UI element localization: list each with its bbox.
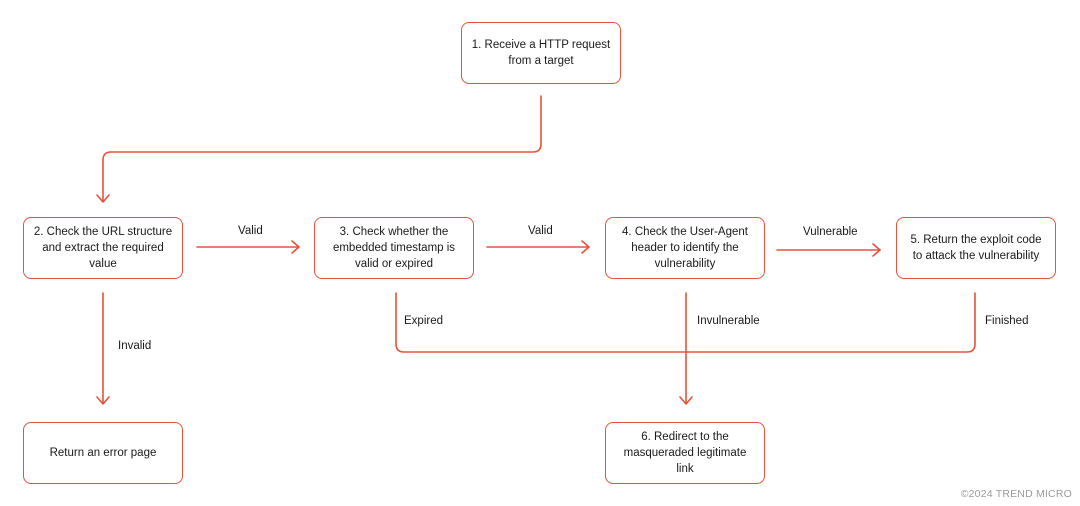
node-check-user-agent-label: 4. Check the User-Agent header to identi…	[622, 226, 748, 270]
arrowhead-valid-2	[581, 240, 590, 254]
arrowhead-invalid	[96, 396, 110, 405]
edge-expired	[395, 292, 687, 353]
node-redirect-label: 6. Redirect to the masqueraded legitimat…	[623, 431, 747, 475]
copyright-notice: ©2024 TREND MICRO	[960, 488, 1072, 500]
edge-label-finished: Finished	[985, 315, 1029, 327]
arrowhead-valid-1	[291, 240, 300, 254]
edge-label-valid-1: Valid	[238, 225, 263, 237]
edge-receive-to-check-url	[102, 95, 542, 202]
node-check-url-label: 2. Check the URL structure and extract t…	[33, 226, 173, 270]
arrowhead-check-url	[96, 194, 110, 203]
edge-label-valid-2: Valid	[528, 225, 553, 237]
node-check-timestamp-label: 3. Check whether the embedded timestamp …	[332, 226, 456, 270]
node-receive-request-label: 1. Receive a HTTP request from a target	[471, 39, 611, 67]
node-return-exploit: 5. Return the exploit code to attack the…	[896, 217, 1056, 279]
node-error-page: Return an error page	[23, 422, 183, 484]
edge-label-expired: Expired	[404, 315, 443, 327]
edge-label-vulnerable: Vulnerable	[803, 226, 858, 238]
node-receive-request: 1. Receive a HTTP request from a target	[461, 22, 621, 84]
edge-label-invulnerable: Invulnerable	[697, 315, 760, 327]
node-error-page-label: Return an error page	[49, 447, 157, 459]
edge-finished	[685, 292, 976, 353]
arrowhead-vulnerable	[872, 243, 881, 257]
node-redirect: 6. Redirect to the masqueraded legitimat…	[605, 422, 765, 484]
node-check-url: 2. Check the URL structure and extract t…	[23, 217, 183, 279]
node-check-timestamp: 3. Check whether the embedded timestamp …	[314, 217, 474, 279]
arrowhead-invulnerable	[679, 396, 693, 405]
edge-label-invalid: Invalid	[118, 340, 152, 352]
node-return-exploit-label: 5. Return the exploit code to attack the…	[910, 234, 1042, 262]
node-check-user-agent: 4. Check the User-Agent header to identi…	[605, 217, 765, 279]
